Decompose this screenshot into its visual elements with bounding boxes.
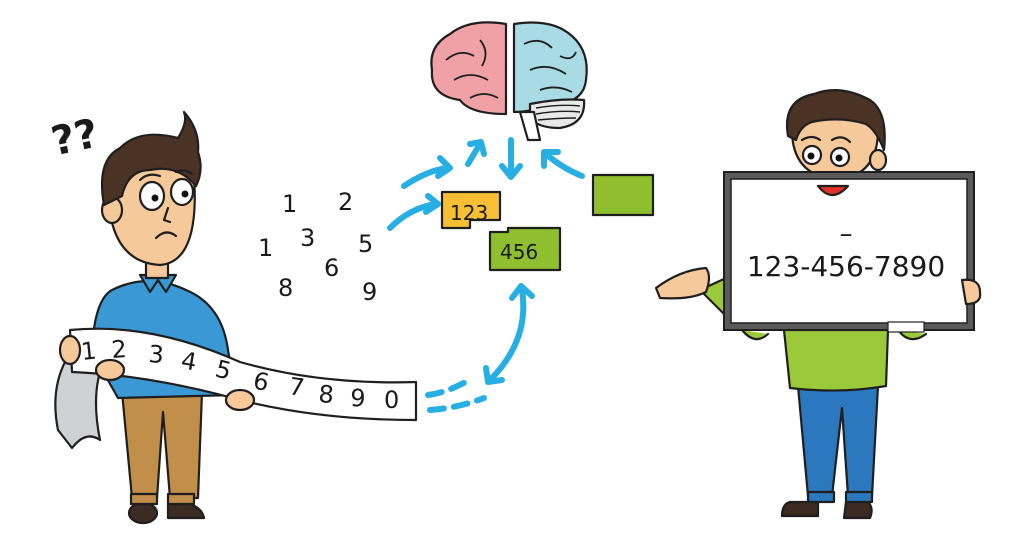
arrow-strip-to-456 xyxy=(487,287,527,383)
shirt-collar xyxy=(138,273,178,294)
green-shirt xyxy=(782,328,890,392)
dashed-connector xyxy=(427,395,487,413)
scattered-digit: 3 xyxy=(300,224,315,252)
cerebellum-lines xyxy=(535,104,581,121)
eraser xyxy=(887,321,925,333)
scattered-digit: 5 xyxy=(358,230,373,258)
ear xyxy=(868,148,888,172)
pant-cuff-right xyxy=(166,492,196,506)
strip-digit: 6 xyxy=(251,366,272,397)
whiteboard-surface xyxy=(730,178,968,324)
board-hand xyxy=(960,278,982,306)
confused-person: ?? xyxy=(47,110,238,525)
arrow-head xyxy=(541,149,561,169)
strip-digit: 4 xyxy=(179,346,199,376)
scattered-digit: 1 xyxy=(282,190,297,218)
brain-folds xyxy=(445,39,577,99)
open-hand xyxy=(654,266,711,300)
right-shoe xyxy=(166,502,206,520)
arrows xyxy=(387,137,585,413)
brain-left-hemisphere xyxy=(430,21,508,116)
arrow-head xyxy=(509,283,535,301)
scattered-digit: 9 xyxy=(362,278,377,306)
strip-digit: 3 xyxy=(148,340,165,369)
right-eye xyxy=(169,177,195,207)
happy-person: – 123-456-7890 xyxy=(654,89,982,520)
left-eyebrow xyxy=(138,173,162,182)
left-shoe xyxy=(780,500,820,518)
arrow-chunk-to-brain xyxy=(543,151,585,179)
jeans-cuff-left xyxy=(806,490,836,504)
scattered-digit: 1 xyxy=(258,234,273,262)
left-pupil xyxy=(151,194,159,202)
right-eyebrow xyxy=(174,169,194,176)
strip-digit: 5 xyxy=(213,355,235,386)
board-phone-number: 123-456-7890 xyxy=(747,250,945,283)
jeans xyxy=(796,384,880,498)
pant-cuff-left xyxy=(129,492,159,506)
jeans-cuff-right xyxy=(844,490,874,504)
arrow-up-to-brain xyxy=(465,141,483,167)
left-pupil xyxy=(807,152,815,160)
scattered-digit: 2 xyxy=(338,188,353,216)
pants xyxy=(120,390,204,500)
left-hand xyxy=(58,334,82,366)
chunk-123-label: 123 xyxy=(450,201,488,225)
strip-digit: 9 xyxy=(350,384,366,413)
right-pupil xyxy=(181,190,189,198)
arrow-head xyxy=(435,155,453,179)
right-pupil xyxy=(835,154,843,162)
brain xyxy=(430,21,588,142)
paper-strip-band xyxy=(68,327,418,422)
left-shoe xyxy=(127,501,159,525)
paper-curl xyxy=(54,358,102,450)
left-eyebrow xyxy=(800,135,822,142)
strip-digit: 0 xyxy=(384,386,399,414)
chunk-456: 456 xyxy=(488,226,562,272)
smile-mouth xyxy=(816,184,850,197)
hair xyxy=(100,110,202,207)
arrow-head xyxy=(499,163,523,180)
nose xyxy=(162,206,172,224)
arrow-head xyxy=(483,365,505,385)
scattered-digit: 6 xyxy=(324,254,339,282)
strip-digit: 1 xyxy=(80,337,98,366)
chunk-123-box xyxy=(440,190,502,230)
frown-mouth xyxy=(154,231,178,240)
right-shoe xyxy=(842,500,873,520)
left-eye xyxy=(138,180,166,212)
strip-digit: 2 xyxy=(110,335,127,364)
right-eyebrow xyxy=(830,136,852,144)
board-dash: – xyxy=(840,219,853,249)
arrow-head xyxy=(467,139,487,157)
chunk-123: 123 xyxy=(440,190,502,230)
scattered-digit: 8 xyxy=(278,274,293,302)
shirt-sleeve-left xyxy=(740,328,770,341)
arrow-head xyxy=(423,193,441,215)
empty-chunk xyxy=(591,173,655,217)
middle-hand xyxy=(94,358,126,382)
chunk-456-box xyxy=(488,226,562,272)
question-marks: ?? xyxy=(47,111,102,166)
right-hand xyxy=(224,388,256,412)
strip-digit: 7 xyxy=(287,372,306,402)
brain-stem xyxy=(518,110,542,142)
chunk-456-label: 456 xyxy=(500,240,538,264)
strip-digit: 8 xyxy=(318,380,335,409)
dashed-connector xyxy=(425,375,475,398)
hair xyxy=(785,89,886,152)
